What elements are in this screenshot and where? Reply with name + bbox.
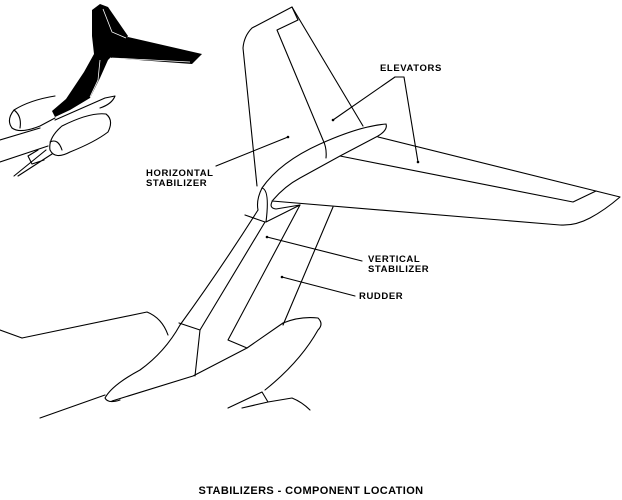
diagram-title: STABILIZERS - COMPONENT LOCATION [198, 485, 423, 497]
leader-rudder [281, 276, 356, 297]
inset-horizontal-stabilizer [98, 37, 202, 64]
rudder [227, 204, 334, 349]
leader-elevators-far [332, 76, 396, 121]
label-horizontal-stabilizer-line1: HORIZONTAL [146, 168, 214, 179]
leader-elevators-near [394, 76, 419, 163]
far-horizontal-stabilizer [242, 6, 364, 187]
leader-horizontal-stabilizer [215, 136, 289, 167]
inset-left-engine [8, 95, 56, 132]
inset-vertical-fin [52, 4, 128, 117]
label-vertical-stabilizer-line1: VERTICAL [368, 254, 420, 265]
near-horizontal-stabilizer [271, 136, 621, 226]
inset-right-engine [49, 113, 112, 157]
leader-vertical-stabilizer [266, 236, 363, 262]
label-horizontal-stabilizer-line2: STABILIZER [146, 178, 207, 189]
label-rudder: RUDDER [359, 291, 403, 302]
locator-inset-aircraft [0, 4, 202, 177]
inset-fuselage [0, 95, 116, 177]
vertical-stabilizer-rear-spar [194, 221, 266, 377]
far-elevator [276, 6, 327, 159]
fuselage-upper-line [111, 322, 284, 402]
fin-base-line [178, 322, 201, 331]
vertical-stabilizer-leading-edge [104, 209, 259, 403]
right-engine-nacelle [264, 317, 322, 391]
fin-root-fairing [244, 187, 301, 223]
near-elevator [339, 155, 597, 203]
left-engine-nacelle [21, 311, 169, 419]
tail-cone-fairing [256, 123, 387, 211]
left-fuselage-line [0, 329, 23, 339]
leader-lines [215, 76, 420, 297]
label-vertical-stabilizer-line2: STABILIZER [368, 264, 429, 275]
lower-engine-nacelle [227, 391, 311, 411]
tail-assembly [0, 6, 621, 419]
label-elevators: ELEVATORS [380, 63, 442, 74]
